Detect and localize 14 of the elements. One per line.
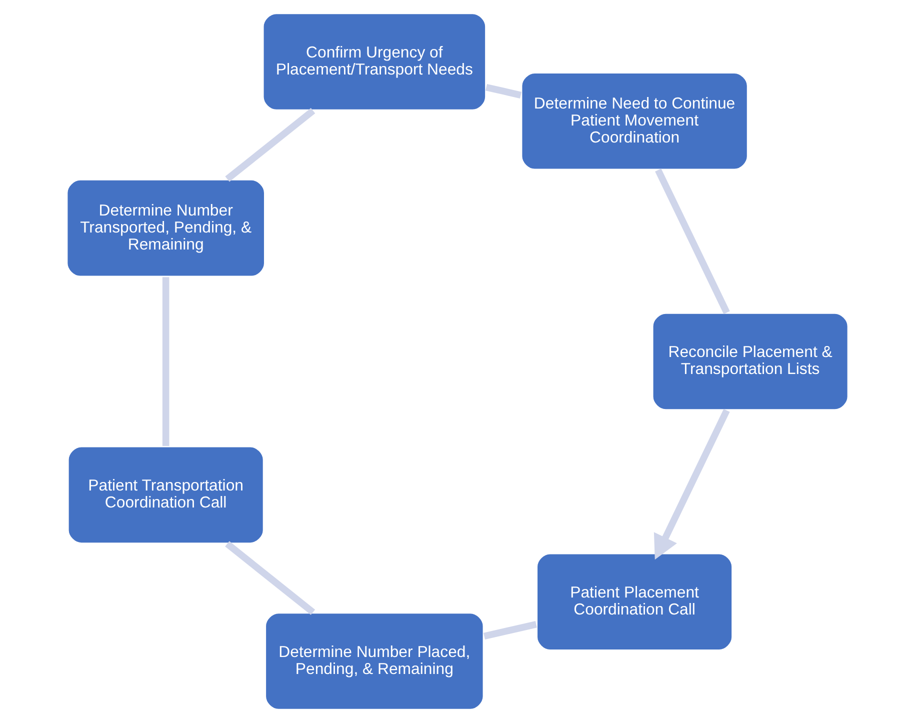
arrow: [654, 408, 730, 560]
connector: [485, 84, 522, 98]
connector: [225, 541, 316, 615]
node-box: Patient Transportation Coordination Call: [66, 444, 266, 545]
node-box: Determine Number Transported, Pending, & Remaining: [65, 178, 266, 278]
node-box: Determine Number Placed, Pending, & Remaining: [264, 611, 486, 712]
node-box: Determine Need to Continue Patient Movement Coordination: [520, 71, 750, 172]
connector: [483, 621, 537, 640]
connector: [162, 277, 170, 446]
node-box: Patient Placement Coordination Call: [535, 552, 734, 652]
node-box: Confirm Urgency of Placement/Transport Needs: [262, 12, 488, 112]
connector: [655, 168, 730, 314]
node-box: Reconcile Placement & Transportation Lists: [651, 312, 850, 412]
connector: [225, 108, 316, 182]
